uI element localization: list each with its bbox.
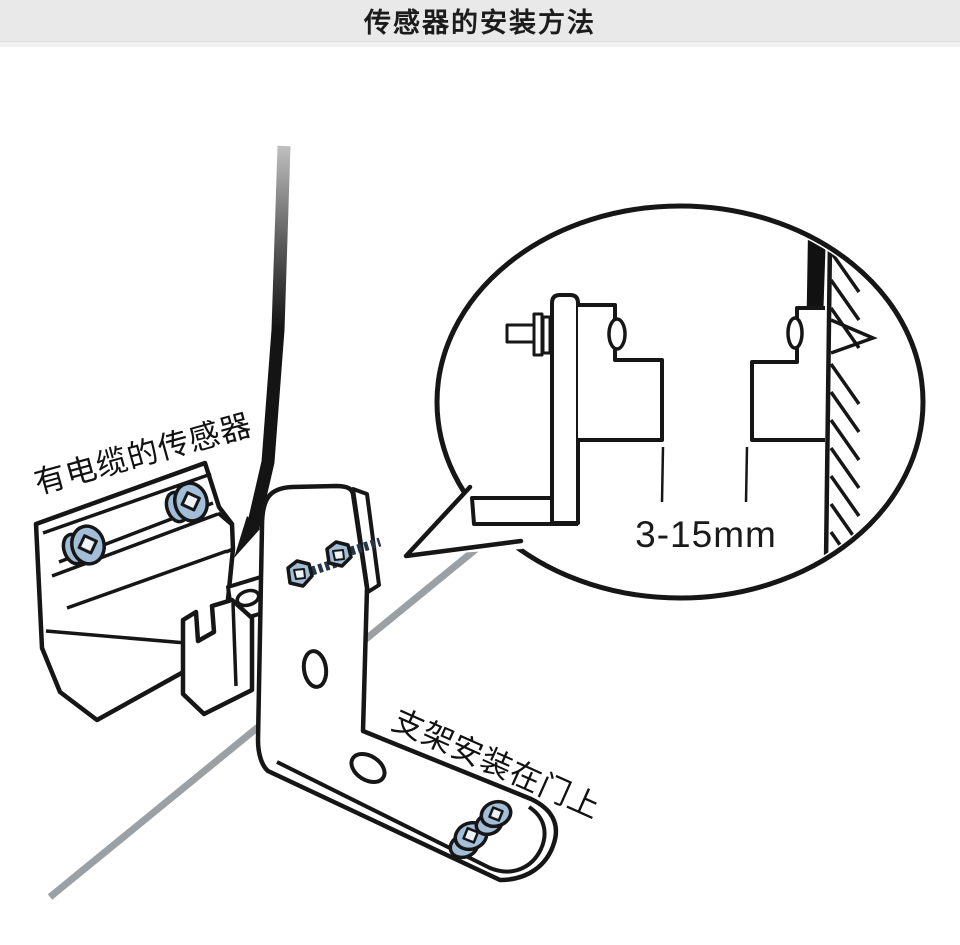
mounting-bracket (255, 483, 559, 883)
gap-tick-right (744, 446, 749, 503)
bracket-cap-screw-2 (474, 799, 513, 837)
detail-grommet-left (607, 317, 627, 351)
detail-left-bracket (470, 293, 580, 526)
page-title: 传感器的安装方法 (364, 8, 596, 38)
bracket-hole-horizontal (349, 752, 387, 784)
bracket-arm (255, 483, 559, 883)
detail-screw (505, 312, 552, 357)
sensor-screw-left (61, 524, 106, 566)
hatching-arrow (830, 318, 878, 355)
detail-grommet-right (786, 316, 804, 350)
sensor-cable (234, 145, 291, 558)
detail-sensor-left (578, 303, 664, 442)
holder-block (180, 597, 255, 717)
callout-bubble: 3-15mm (403, 203, 926, 601)
sensor-screw-right (164, 481, 209, 524)
gap-label: 3-15mm (635, 514, 777, 555)
bracket-hole-vertical (301, 649, 329, 689)
bubble-tail-edges (403, 484, 524, 559)
detail-sensor-right (750, 306, 825, 442)
bracket-hex-screw-2 (325, 537, 382, 568)
gap-tick-left (660, 446, 665, 503)
gap-ticks (660, 446, 749, 503)
detail-wall-line (823, 239, 833, 563)
title-bar: 传感器的安装方法 (0, 0, 960, 42)
title-bar-divider (0, 42, 960, 47)
bracket-thickness-line (276, 760, 547, 874)
bubble-tail-fill (406, 486, 523, 556)
bracket-hex-screw-1 (286, 556, 344, 588)
detail-plate (550, 293, 580, 525)
